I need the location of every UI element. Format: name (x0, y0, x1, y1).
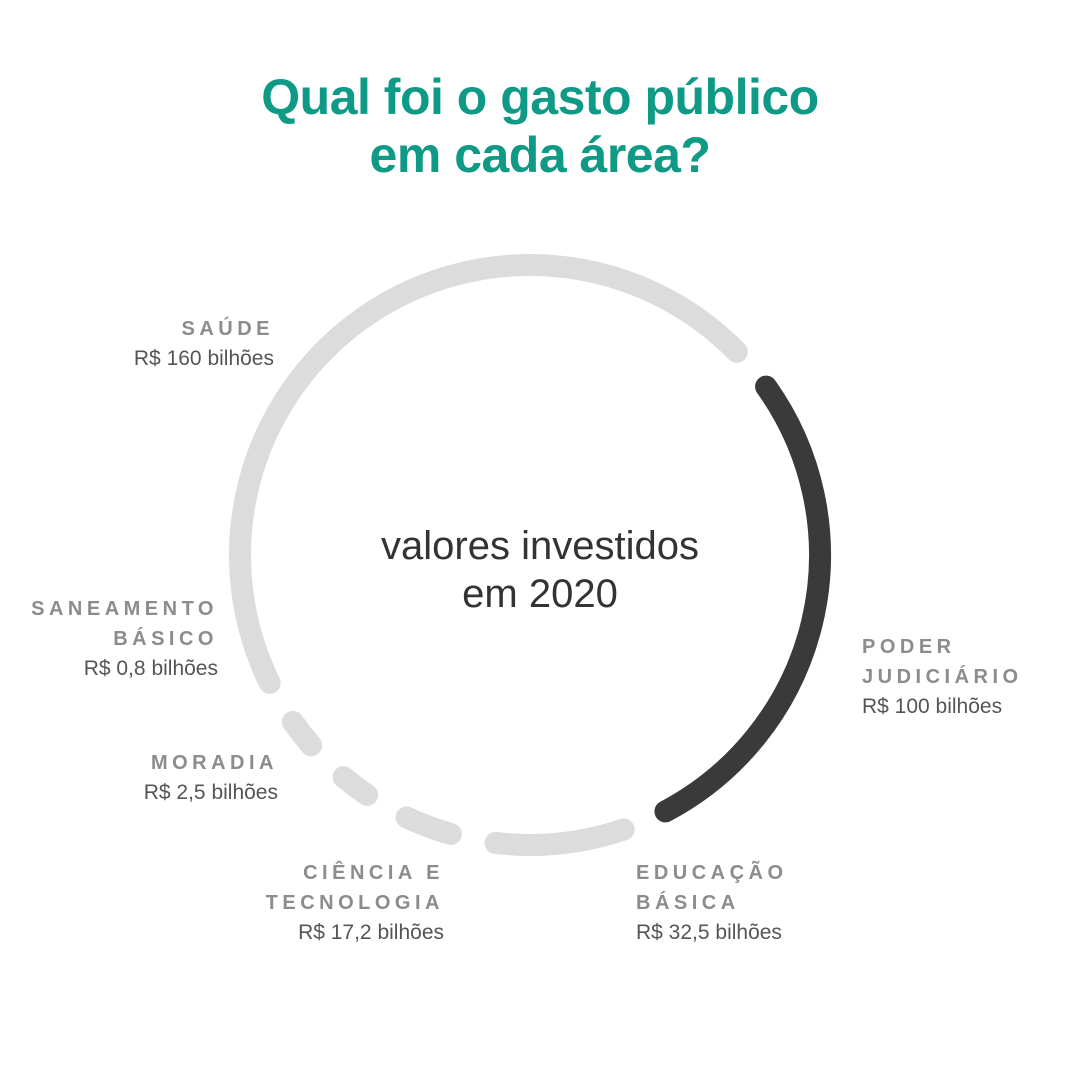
donut-slice-1 (654, 375, 831, 823)
donut-slice-4 (332, 766, 379, 806)
slice-name: MORADIA (150, 752, 278, 774)
title-line-2: em cada área? (369, 127, 711, 183)
label-poder-judiciario: PODER JUDICIÁRIO R$ 100 bilhões (862, 632, 1023, 722)
slice-value: R$ 17,2 bilhões (298, 921, 444, 944)
center-line-2: em 2020 (462, 572, 618, 616)
label-saneamento-basico: SANEAMENTO BÁSICO R$ 0,8 bilhões (12, 594, 218, 684)
slice-name: CIÊNCIA E TECNOLOGIA (265, 862, 444, 914)
slice-value: R$ 160 bilhões (133, 347, 274, 370)
label-educacao-basica: EDUCAÇÃO BÁSICA R$ 32,5 bilhões (636, 858, 788, 948)
label-moradia: MORADIA R$ 2,5 bilhões (60, 748, 278, 808)
center-caption: valores investidos em 2020 (340, 522, 740, 618)
donut-slice-6 (229, 254, 748, 694)
slice-value: R$ 0,8 bilhões (83, 657, 218, 680)
slice-value: R$ 32,5 bilhões (636, 921, 782, 944)
donut-slice-5 (281, 710, 323, 757)
slice-name: EDUCAÇÃO BÁSICA (636, 862, 788, 914)
page-title: Qual foi o gasto público em cada área? (0, 68, 1080, 184)
label-saude: SAÚDE R$ 160 bilhões (80, 314, 274, 374)
slice-value: R$ 2,5 bilhões (143, 781, 278, 804)
slice-name: SANEAMENTO BÁSICO (31, 598, 218, 650)
slice-name: PODER JUDICIÁRIO (862, 636, 1023, 688)
center-line-1: valores investidos (381, 524, 699, 568)
title-line-1: Qual foi o gasto público (261, 69, 819, 125)
label-ciencia-tecnologia: CIÊNCIA E TECNOLOGIA R$ 17,2 bilhões (200, 858, 444, 948)
slice-value: R$ 100 bilhões (862, 695, 1003, 718)
slice-name: SAÚDE (181, 318, 274, 340)
donut-slice-2 (484, 818, 635, 856)
donut-slice-3 (395, 806, 462, 846)
